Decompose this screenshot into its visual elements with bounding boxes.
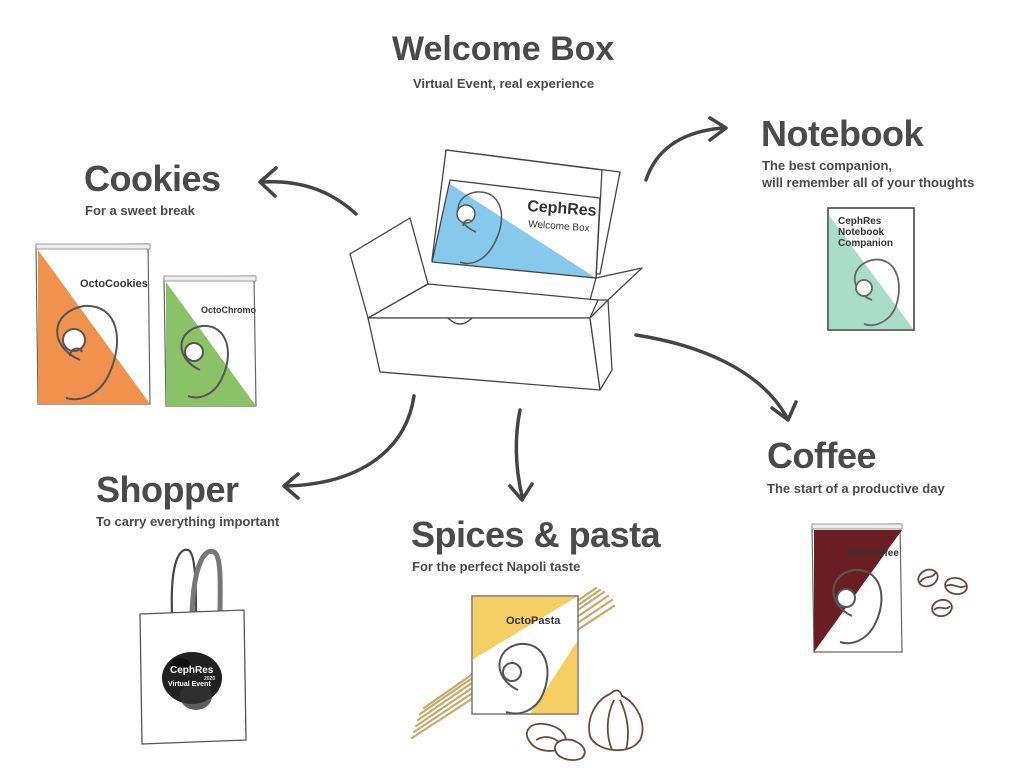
coffee-subtitle: The start of a productive day: [767, 481, 945, 496]
octocoffee-pack: [811, 523, 903, 653]
arrow-to-pasta: [508, 408, 534, 502]
octocookies-label: OctoCookies: [80, 278, 148, 290]
welcome-box: [349, 149, 643, 391]
octopasta-pack: [471, 595, 579, 715]
octochromo-pack: [163, 275, 257, 407]
notebook-cover-line1: CephRes: [838, 216, 882, 227]
coffee-beans-icon: [917, 568, 968, 618]
notebook-subtitle-line2: will remember all of your thoughts: [762, 175, 975, 190]
page-subtitle: Virtual Event, real experience: [413, 76, 595, 91]
cookies-subtitle: For a sweet break: [85, 203, 195, 218]
arrow-to-coffee: [634, 333, 798, 422]
octocoffee-label: OctoCoffee: [845, 548, 899, 559]
bag-print-line2: 2020: [204, 676, 215, 682]
bag-print-line1: CephRes: [170, 665, 214, 676]
shopper-title: Shopper: [96, 469, 239, 510]
notebook-subtitle-line1: The best companion,: [762, 158, 893, 173]
box-brand: CephRes: [527, 198, 597, 220]
shopper-subtitle: To carry everything important: [96, 514, 280, 529]
octopasta-label: OctoPasta: [506, 615, 561, 627]
arrow-to-shopper: [282, 394, 416, 500]
notebook-cover-line3: Companion: [838, 238, 893, 249]
bag-print-line3: Virtual Event: [168, 681, 211, 688]
notebook-cover: [827, 207, 915, 331]
cookies-title: Cookies: [84, 158, 221, 199]
garlic-icon: [525, 689, 644, 761]
pasta-title: Spices & pasta: [411, 514, 661, 555]
coffee-title: Coffee: [767, 435, 877, 476]
page-title: Welcome Box: [392, 30, 615, 68]
arrow-to-notebook: [644, 116, 728, 182]
octochromo-label: OctoChromo: [201, 305, 257, 315]
pasta-subtitle: For the perfect Napoli taste: [412, 559, 581, 574]
box-label: Welcome Box: [528, 219, 590, 234]
notebook-cover-line2: Notebook: [838, 227, 885, 238]
shopper-bag: [139, 548, 247, 745]
notebook-title: Notebook: [761, 113, 924, 154]
octocookies-pack: [35, 243, 151, 405]
arrow-to-cookies: [258, 166, 358, 216]
